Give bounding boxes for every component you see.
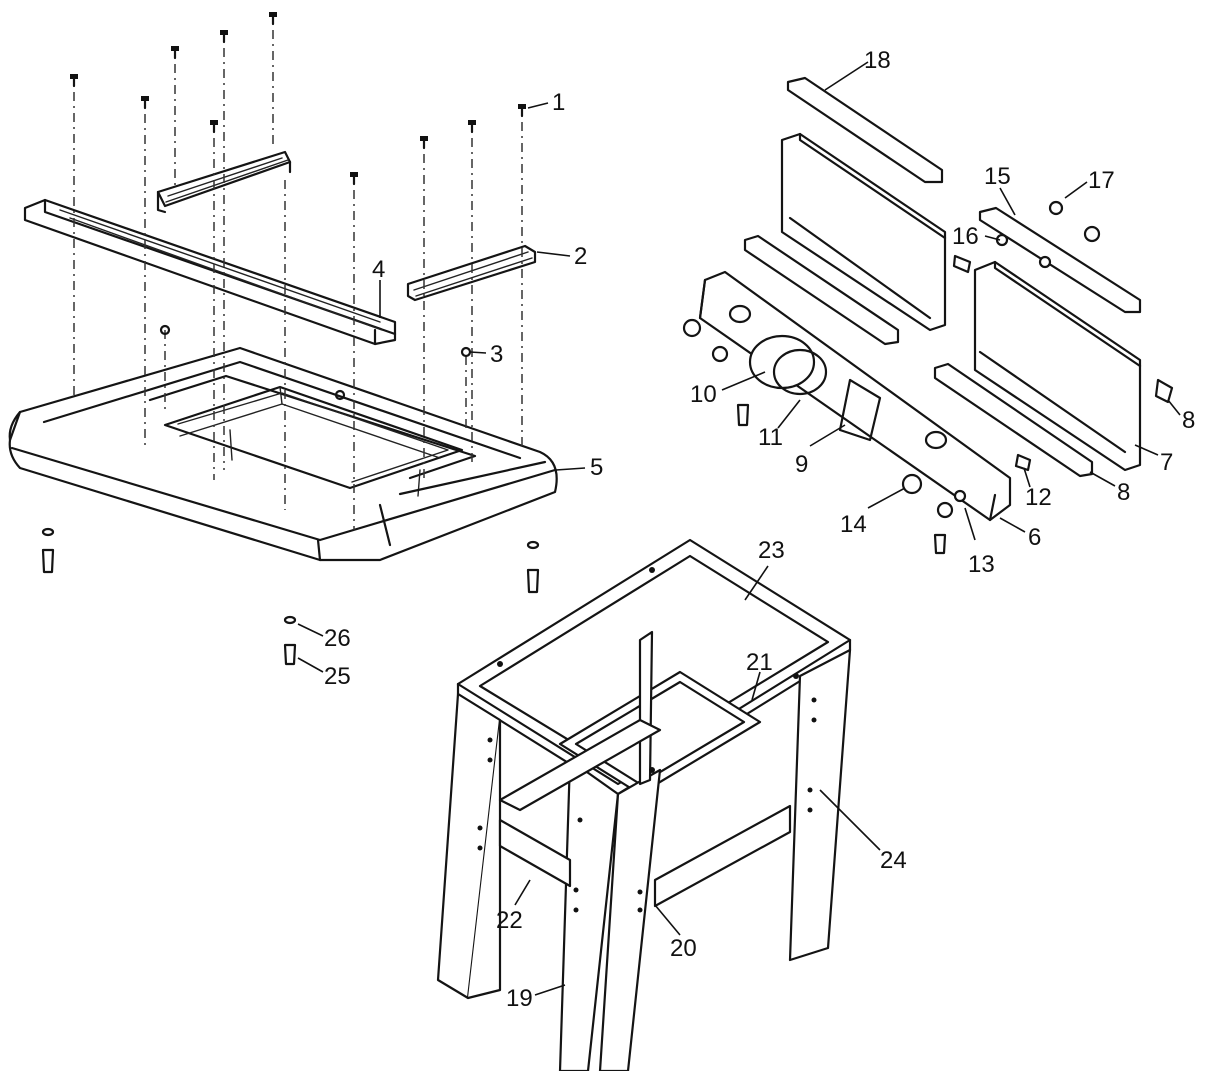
table-top-assembly	[8, 12, 558, 666]
callout-15: 15	[984, 163, 1011, 190]
callout-16: 16	[952, 223, 979, 250]
callout-11: 11	[758, 424, 783, 451]
callout-20: 20	[670, 935, 697, 962]
callout-10: 10	[690, 381, 717, 408]
fence-board-right	[973, 260, 1142, 472]
callout-18: 18	[864, 47, 891, 74]
stand-stretchers	[498, 718, 792, 908]
screws	[70, 12, 526, 186]
callout-25: 25	[324, 663, 351, 690]
stand-assembly	[436, 538, 852, 1071]
callout-7: 7	[1160, 449, 1173, 476]
callout-14: 14	[840, 511, 867, 538]
callout-5: 5	[590, 454, 603, 481]
callout-3: 3	[490, 341, 503, 368]
assembly-lines	[73, 30, 523, 530]
callout-21: 21	[746, 649, 773, 676]
stand-holes	[477, 567, 817, 913]
table-top	[8, 346, 558, 562]
callout-12: 12	[1025, 484, 1052, 511]
callout-24: 24	[880, 847, 907, 874]
callout-22: 22	[496, 907, 523, 934]
callout-8-upper: 8	[1182, 407, 1195, 434]
long-t-slot-rail	[23, 198, 397, 346]
fence-rails	[743, 234, 1094, 478]
callout-13: 13	[968, 551, 995, 578]
fence-knobs	[736, 200, 1174, 555]
fence-assembly	[682, 76, 1174, 555]
callout-4: 4	[372, 256, 385, 283]
callout-2: 2	[574, 243, 587, 270]
callout-26: 26	[324, 625, 351, 652]
callout-17: 17	[1088, 167, 1115, 194]
stand-legs	[436, 630, 852, 1071]
fence-base-plate	[682, 270, 1012, 522]
fence-strip-15	[978, 206, 1142, 314]
table-bolts	[41, 527, 540, 666]
callout-6: 6	[1028, 524, 1041, 551]
callout-8-lower: 8	[1117, 479, 1130, 506]
leader-lines	[297, 61, 1181, 996]
fence-top-strip	[786, 76, 944, 184]
callout-19: 19	[506, 985, 533, 1012]
fence-board-left	[780, 132, 947, 332]
callout-labels: 1 2 3 4 5 6 7 8 8 9 10 11 12 13 14 15 16…	[324, 47, 1195, 1012]
callout-23: 23	[758, 537, 785, 564]
callout-9: 9	[795, 451, 808, 478]
callout-1: 1	[552, 89, 565, 116]
